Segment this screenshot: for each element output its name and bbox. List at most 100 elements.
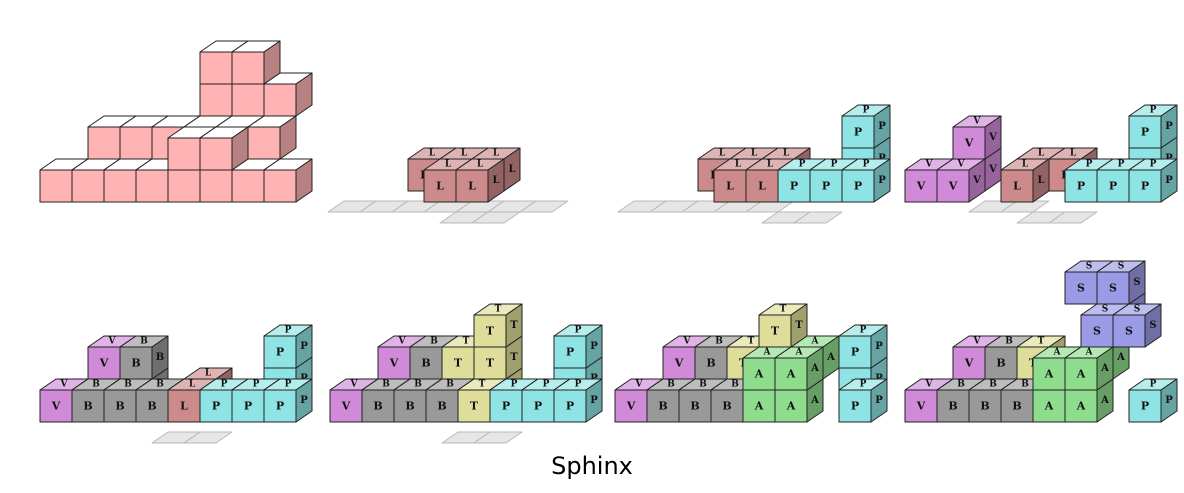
- cube-label: S: [1093, 325, 1101, 338]
- cube-label: S: [1133, 277, 1140, 288]
- cube-label: L: [477, 160, 484, 170]
- shadow-tile: [1048, 211, 1098, 224]
- cube-label: L: [1022, 160, 1029, 170]
- cube-front-face: [841, 169, 875, 203]
- cube-label: P: [1109, 180, 1117, 193]
- cube-label: V: [350, 380, 359, 390]
- cube-label: P: [1150, 106, 1157, 116]
- cube-label: B: [715, 337, 723, 347]
- shadow-tile: [183, 431, 233, 444]
- cube-front-face: [1128, 169, 1162, 203]
- cube-label: L: [726, 180, 734, 193]
- cube-label: A: [1044, 400, 1054, 413]
- cube-label: P: [854, 180, 862, 193]
- cube-label: P: [1165, 395, 1173, 406]
- cube-front-face: [841, 115, 875, 149]
- cube-label: B: [957, 380, 965, 390]
- cube-label: P: [590, 341, 598, 352]
- cube-label: T: [748, 337, 755, 347]
- cube-label: B: [731, 380, 739, 390]
- cube-label: V: [108, 337, 117, 347]
- cube-label: A: [786, 400, 796, 413]
- cube-label: P: [863, 160, 870, 170]
- cube-label: B: [131, 357, 140, 370]
- cube-label: P: [590, 395, 598, 406]
- cube-label: S: [1125, 325, 1133, 338]
- cube-label: B: [421, 357, 430, 370]
- cube-label: S: [1134, 305, 1141, 315]
- cube-label: V: [957, 160, 966, 170]
- cube-label: B: [437, 400, 446, 413]
- cube-label: B: [1012, 400, 1021, 413]
- cube-label: B: [996, 357, 1005, 370]
- cube-label: V: [916, 180, 926, 193]
- cube-label: A: [826, 352, 835, 363]
- cube-label: P: [860, 326, 867, 336]
- cube-label: A: [1100, 395, 1109, 406]
- cube-label: A: [1044, 368, 1054, 381]
- cube-label: P: [502, 400, 510, 413]
- cube-label: T: [1038, 337, 1045, 347]
- cube-label: V: [674, 357, 684, 370]
- cube-label: T: [486, 325, 495, 338]
- cube-label: V: [683, 337, 692, 347]
- cube-label: S: [1109, 282, 1117, 295]
- cube-label: P: [1118, 160, 1125, 170]
- cube-label: P: [253, 380, 260, 390]
- cube-label: A: [1085, 348, 1094, 358]
- cube-label: V: [964, 137, 974, 150]
- cube-label: P: [566, 400, 574, 413]
- shadow-tile: [1000, 200, 1050, 213]
- cube-label: A: [786, 368, 796, 381]
- cube-front-face: [838, 389, 872, 423]
- cube-label: P: [300, 341, 308, 352]
- cube-front-face: [167, 137, 201, 171]
- cube-label: L: [735, 160, 742, 170]
- cube-label: V: [925, 380, 934, 390]
- cube-label: A: [754, 400, 764, 413]
- cube-label: A: [811, 337, 820, 347]
- cube-label: T: [795, 320, 803, 331]
- panel-step-6: PPPPPPVVVBBBTTTVVVBBBTTTTTTAAATTTVVVBBBB…: [614, 303, 888, 423]
- cube-label: V: [99, 357, 109, 370]
- cube-label: P: [276, 346, 284, 359]
- cube-label: V: [988, 132, 997, 143]
- cube-label: P: [863, 106, 870, 116]
- cube-label: L: [205, 369, 212, 379]
- cube-label: T: [454, 357, 463, 370]
- cube-label: A: [1116, 352, 1125, 363]
- cube-label: T: [470, 400, 479, 413]
- cube-front-face: [247, 126, 281, 160]
- cube-front-face: [455, 169, 489, 203]
- cube-label: P: [831, 160, 838, 170]
- cube-label: P: [822, 180, 830, 193]
- cube-label: P: [1077, 180, 1085, 193]
- cube-label: P: [1141, 400, 1149, 413]
- cube-label: P: [854, 126, 862, 139]
- cube-label: V: [973, 117, 982, 127]
- cube-label: P: [511, 380, 518, 390]
- cube-label: P: [575, 380, 582, 390]
- cube-label: L: [719, 149, 726, 159]
- cube-label: P: [212, 400, 220, 413]
- cube-label: P: [244, 400, 252, 413]
- cube-label: V: [916, 400, 926, 413]
- cube-label: L: [436, 180, 444, 193]
- cube-label: T: [495, 305, 502, 315]
- cube-label: B: [722, 400, 731, 413]
- shadow-tile: [519, 200, 569, 213]
- cube-label: A: [810, 395, 819, 406]
- cube-front-face: [199, 51, 233, 85]
